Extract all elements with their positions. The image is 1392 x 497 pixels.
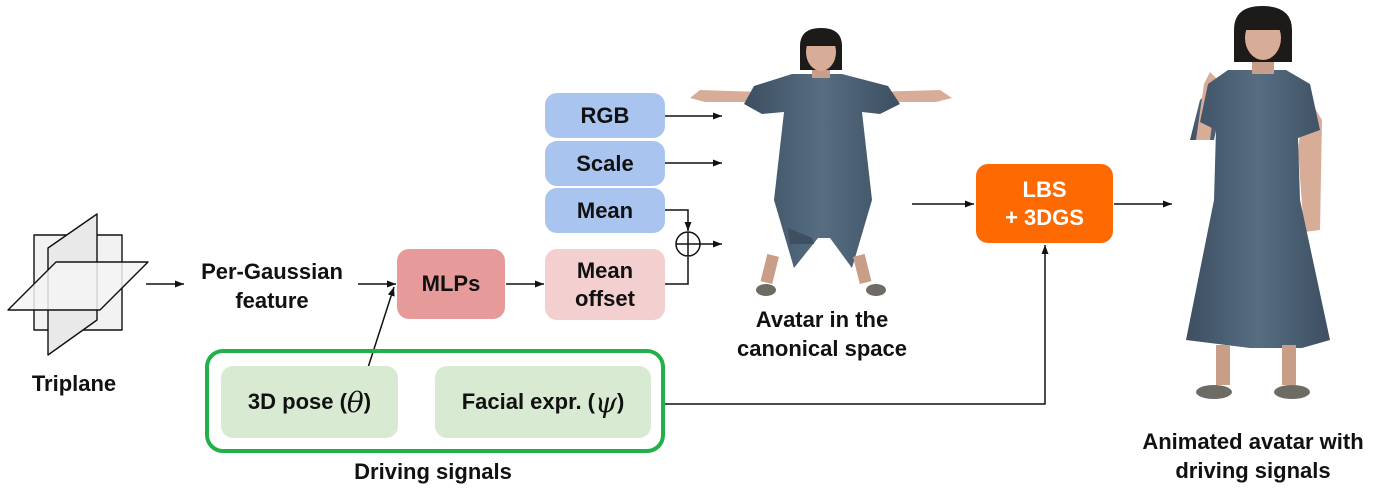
- lbs-3dgs-box: LBS + 3DGS: [976, 164, 1113, 243]
- pose-box: 3D pose (θ): [221, 366, 398, 438]
- driving-signals-frame: [205, 349, 665, 453]
- mlps-box: MLPs: [397, 249, 505, 319]
- psi-symbol: ψ: [595, 385, 617, 419]
- driving-signals-label: Driving signals: [354, 459, 512, 484]
- per-gaussian-feature-label: Per-Gaussian feature: [201, 259, 343, 313]
- rgb-box: RGB: [545, 93, 665, 138]
- animated-avatar-label: Animated avatar with driving signals: [1142, 429, 1364, 483]
- animated-avatar-image: [1186, 6, 1330, 399]
- arrow-signals-to-lbs: [665, 245, 1049, 405]
- triplane-icon: [7, 213, 149, 356]
- theta-symbol: θ: [346, 385, 364, 419]
- mean-offset-box: Mean offset: [545, 249, 665, 320]
- connector-arrows: [146, 112, 1172, 405]
- arrow-offset-to-plus: [665, 257, 689, 285]
- arrow-pose-to-mlps: [363, 286, 395, 381]
- canonical-avatar-image: [690, 28, 952, 296]
- scale-box: Scale: [545, 141, 665, 186]
- sum-icon: [675, 231, 701, 257]
- mean-box: Mean: [545, 188, 665, 233]
- facial-expression-box: Facial expr. (ψ): [435, 366, 651, 438]
- canonical-avatar-label: Avatar in the canonical space: [737, 307, 907, 361]
- arrow-mean-to-plus: [665, 209, 692, 231]
- triplane-label: Triplane: [31, 371, 117, 396]
